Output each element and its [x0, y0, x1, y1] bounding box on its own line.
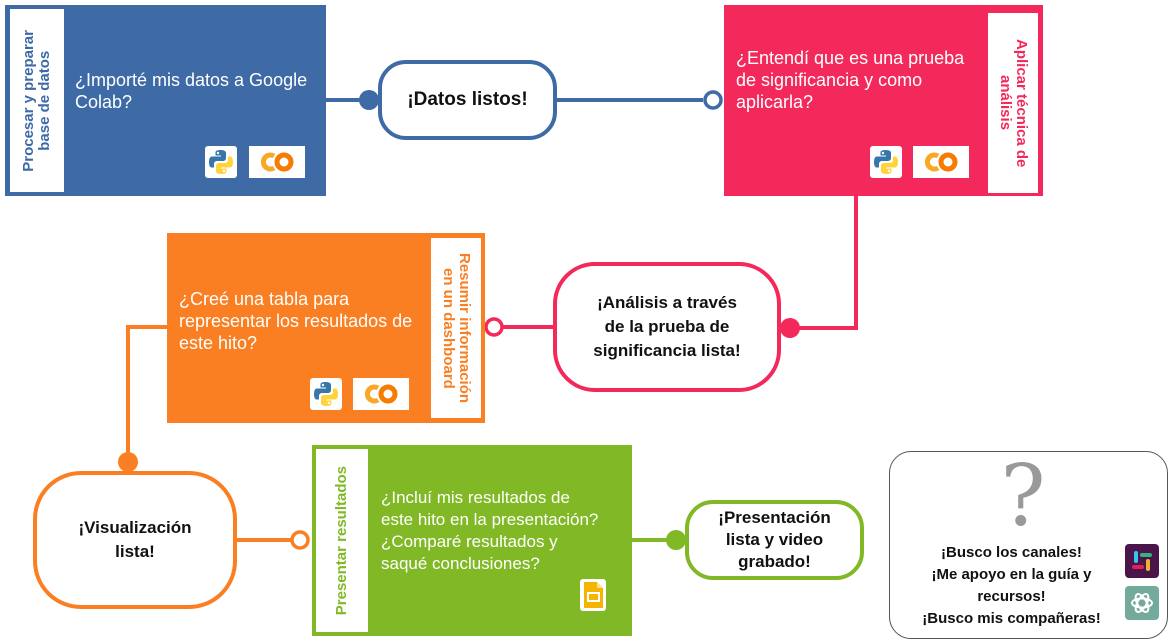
milestone-text: ¡Presentación lista y video grabado! — [718, 508, 831, 571]
stage-card-present: Presentar resultados ¿Incluí mis resulta… — [312, 445, 632, 636]
milestone-presentation-ready: ¡Presentación lista y video grabado! — [685, 500, 864, 580]
python-logo-icon — [205, 146, 237, 178]
connector-dot-filled — [359, 90, 379, 110]
stage-card-prepare: Procesar y preparar base de datos ¿Impor… — [5, 5, 326, 196]
stage-side-label: Resumir información en un dashboard — [431, 238, 481, 418]
connector-dot-filled — [666, 530, 686, 550]
help-box: ? ¡Busco los canales! ¡Me apoyo en la gu… — [889, 451, 1168, 639]
stage-question: ¿Importé mis datos a Google Colab? — [75, 70, 308, 112]
slack-icon — [1125, 544, 1159, 578]
stage-label: Presentar resultados — [333, 465, 350, 616]
google-colab-logo-icon — [353, 378, 409, 410]
stage-question: ¿Incluí mis resultados de este hito en l… — [381, 488, 599, 573]
google-colab-logo-icon — [249, 146, 305, 178]
stage-card-technique: ¿Entendí que es una prueba de significan… — [724, 5, 1043, 196]
stage-side-label: Procesar y preparar base de datos — [10, 9, 64, 192]
milestone-text: ¡Análisis a través de la prueba de signi… — [593, 293, 741, 360]
milestone-analysis-ready: ¡Análisis a través de la prueba de signi… — [553, 262, 781, 392]
stage-label: Resumir información en un dashboard — [440, 252, 473, 404]
milestone-data-ready: ¡Datos listos! — [378, 60, 557, 140]
google-colab-logo-icon — [913, 146, 969, 178]
stage-side-label: Presentar resultados — [316, 449, 368, 632]
connector-dot-open — [484, 317, 504, 337]
stage-label: Procesar y preparar base de datos — [20, 29, 53, 172]
stage-side-label: Aplicar técnica de análisis — [988, 13, 1038, 193]
connector-dot-filled — [118, 452, 138, 472]
python-logo-icon — [310, 378, 342, 410]
milestone-text: ¡Datos listos! — [407, 89, 528, 110]
milestone-viz-ready: ¡Visualización lista! — [33, 471, 237, 609]
stage-label: Aplicar técnica de análisis — [997, 38, 1030, 168]
stage-card-summarize: ¿Creé una tabla para representar los res… — [167, 233, 485, 423]
stage-question: ¿Creé una tabla para representar los res… — [179, 289, 413, 353]
connector-dot-filled — [780, 318, 800, 338]
connector-dot-open — [290, 530, 310, 550]
google-slides-icon — [580, 579, 606, 611]
connector-dot-open — [703, 90, 723, 110]
help-text: ¡Busco los canales! ¡Me apoyo en la guía… — [922, 544, 1101, 627]
python-logo-icon — [870, 146, 902, 178]
milestone-text: ¡Visualización lista! — [78, 518, 192, 561]
question-mark-icon: ? — [1000, 447, 1046, 545]
chatgpt-icon — [1125, 586, 1159, 620]
stage-question: ¿Entendí que es una prueba de significan… — [736, 48, 965, 112]
